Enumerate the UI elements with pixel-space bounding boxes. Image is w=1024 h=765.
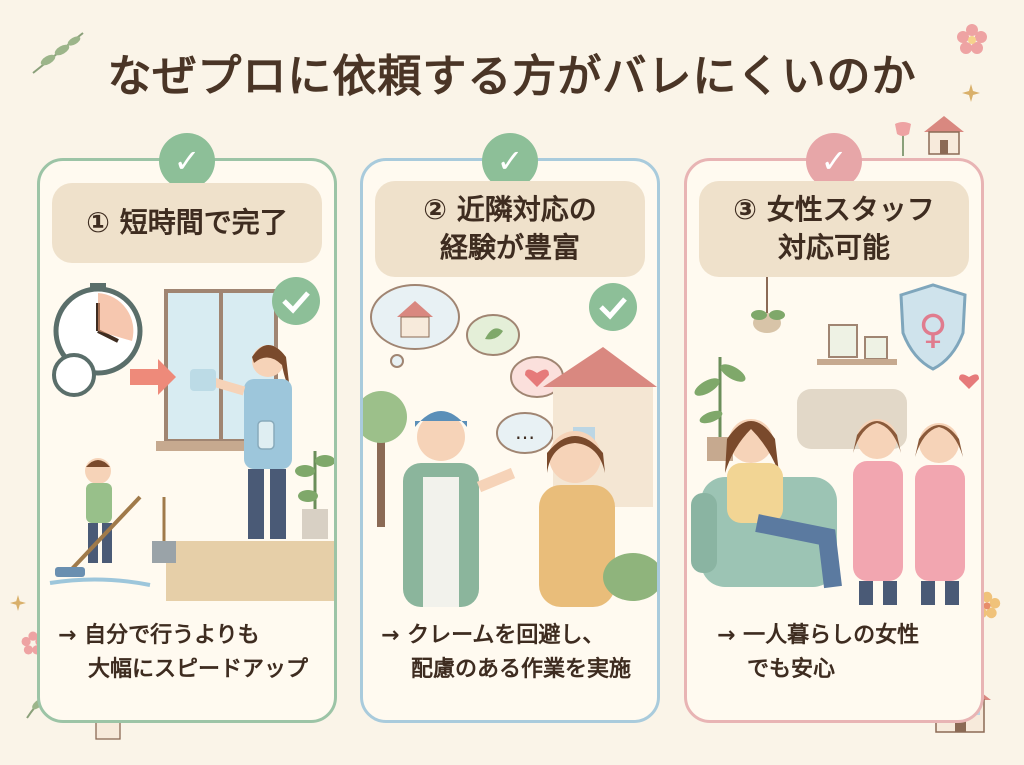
check-badge-icon: ✓	[159, 133, 215, 189]
card-description: → 一人暮らしの女性 でも安心	[717, 623, 920, 682]
card-heading: ② 近隣対応の 経験が豊富	[375, 181, 645, 277]
check-badge-icon: ✓	[806, 133, 862, 189]
page-title: なぜプロに依頼する方がバレにくいのか	[107, 51, 917, 102]
female-staff-illustration: ♀	[691, 277, 979, 605]
sparkle-icon	[962, 84, 980, 102]
cleaning-illustration	[49, 277, 334, 601]
female-symbol-icon: ♀	[918, 307, 947, 353]
card-heading: ① 短時間で完了	[52, 183, 322, 263]
card-female-staff: ✓ ③ 女性スタッフ 対応可能 ♀	[684, 133, 984, 723]
card-description: → クレームを回避し、 配慮のある作業を実施	[381, 623, 632, 682]
tulip-icon	[895, 122, 911, 156]
leaf-sprig-icon	[32, 32, 84, 74]
card-heading: ③ 女性スタッフ 対応可能	[699, 181, 969, 277]
house-icon	[924, 116, 964, 155]
card-description: → 自分で行うよりも 大幅にスピードアップ	[58, 623, 309, 682]
card-short-time: ✓ ① 短時間で完了	[37, 133, 337, 723]
flower-icon	[957, 24, 987, 54]
speech-dots: …	[515, 420, 535, 444]
sparkle-icon	[10, 595, 26, 611]
check-badge-icon: ✓	[482, 133, 538, 189]
neighbor-conversation-illustration: …	[363, 283, 657, 607]
card-neighbor-experience: ✓ ② 近隣対応の 経験が豊富 …	[360, 133, 660, 723]
